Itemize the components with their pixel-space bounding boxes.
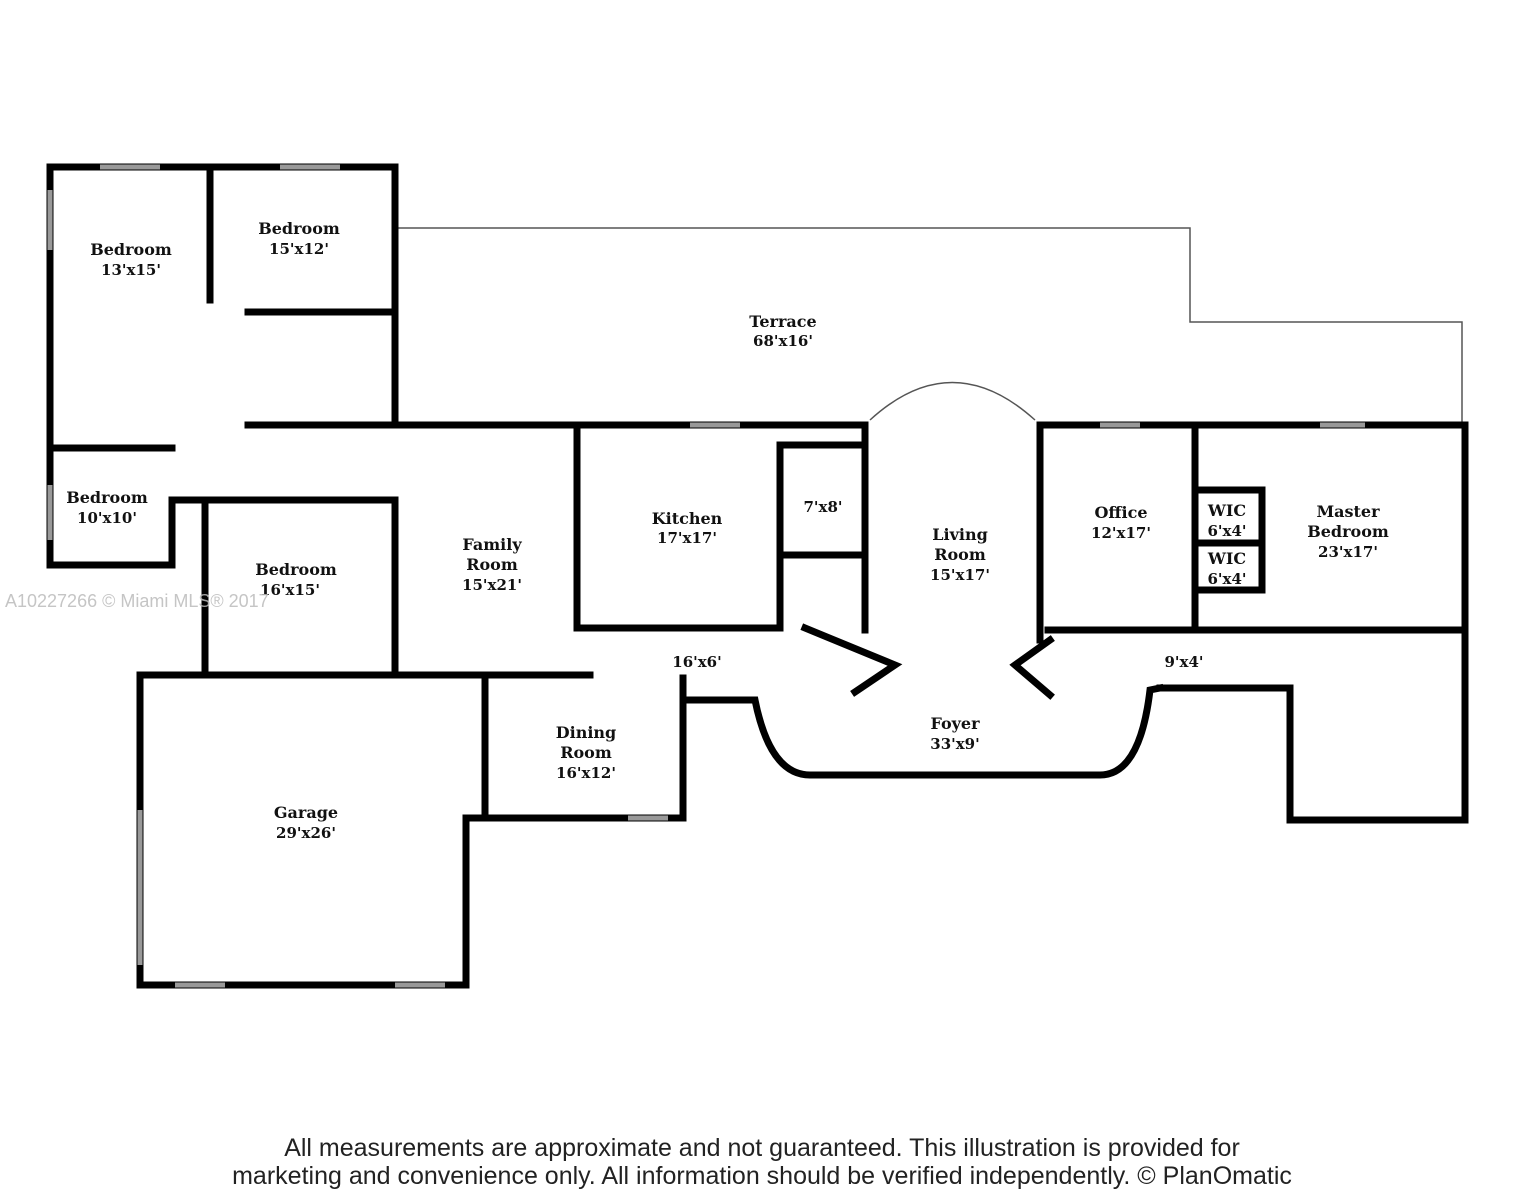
room-dims: 68'x16' (753, 332, 813, 350)
room-dims: 33'x9' (930, 735, 979, 753)
room-dims: 16'x6' (672, 653, 721, 671)
room-name: Bedroom (255, 560, 337, 579)
room-kitchen: Kitchen 17'x17' (652, 509, 723, 547)
room-name: Room (466, 555, 518, 574)
room-name: Bedroom (258, 219, 340, 238)
room-name: Dining (556, 723, 616, 742)
room-office: Office 12'x17' (1091, 503, 1151, 542)
room-terrace: Terrace 68'x16' (749, 312, 816, 350)
room-name: Bedroom (1307, 522, 1389, 541)
room-dims: 12'x17' (1091, 524, 1151, 542)
room-dims: 6'x4' (1207, 570, 1246, 588)
room-name: Living (932, 525, 988, 544)
room-hall-1: 16'x6' (672, 653, 721, 671)
room-name: Terrace (749, 312, 816, 331)
room-name: WIC (1207, 549, 1246, 568)
room-name: Kitchen (652, 509, 723, 528)
room-dims: 23'x17' (1318, 543, 1378, 561)
room-bedroom-2: Bedroom 15'x12' (258, 219, 340, 258)
room-dims: 13'x15' (101, 261, 161, 279)
room-name: Master (1316, 502, 1380, 521)
room-dims: 16'x12' (556, 764, 616, 782)
room-name: Room (934, 545, 986, 564)
room-name: Bedroom (90, 240, 172, 259)
room-dims: 16'x15' (260, 581, 320, 599)
room-name: Bedroom (66, 488, 148, 507)
room-bedroom-4: Bedroom 16'x15' (255, 560, 337, 599)
disclaimer-line-2: marketing and convenience only. All info… (232, 1162, 1292, 1190)
room-dims: 6'x4' (1207, 522, 1246, 540)
room-master-bedroom: Master Bedroom 23'x17' (1307, 502, 1389, 561)
room-dims: 15'x12' (269, 240, 329, 258)
room-name: WIC (1207, 501, 1246, 520)
room-name: Office (1094, 503, 1147, 522)
room-name: Room (560, 743, 612, 762)
room-dims: 10'x10' (77, 509, 137, 527)
room-dims: 15'x17' (930, 566, 990, 584)
disclaimer-line-1: All measurements are approximate and not… (284, 1134, 1240, 1162)
watermark: A10227266 © Miami MLS® 2017 (5, 591, 269, 611)
room-dims: 17'x17' (657, 529, 717, 547)
room-dining: Dining Room 16'x12' (556, 723, 616, 782)
room-dims: 9'x4' (1164, 653, 1203, 671)
room-wic-2: WIC 6'x4' (1207, 549, 1247, 588)
room-pantry: 7'x8' (803, 498, 842, 516)
terrace-outline (395, 227, 1463, 425)
room-wic-1: WIC 6'x4' (1207, 501, 1247, 540)
room-family: Family Room 15'x21' (462, 535, 522, 594)
windows (47, 164, 1365, 988)
room-hall-2: 9'x4' (1164, 653, 1203, 671)
room-dims: 7'x8' (803, 498, 842, 516)
room-living: Living Room 15'x17' (930, 525, 990, 584)
room-name: Foyer (930, 714, 980, 733)
room-name: Family (462, 535, 522, 554)
room-bedroom-3: Bedroom 10'x10' (66, 488, 148, 527)
room-foyer: Foyer 33'x9' (930, 714, 980, 753)
room-dims: 29'x26' (276, 824, 336, 842)
room-bedroom-1: Bedroom 13'x15' (90, 240, 172, 279)
room-name: Garage (274, 803, 338, 822)
room-garage: Garage 29'x26' (274, 803, 338, 842)
room-dims: 15'x21' (462, 576, 522, 594)
